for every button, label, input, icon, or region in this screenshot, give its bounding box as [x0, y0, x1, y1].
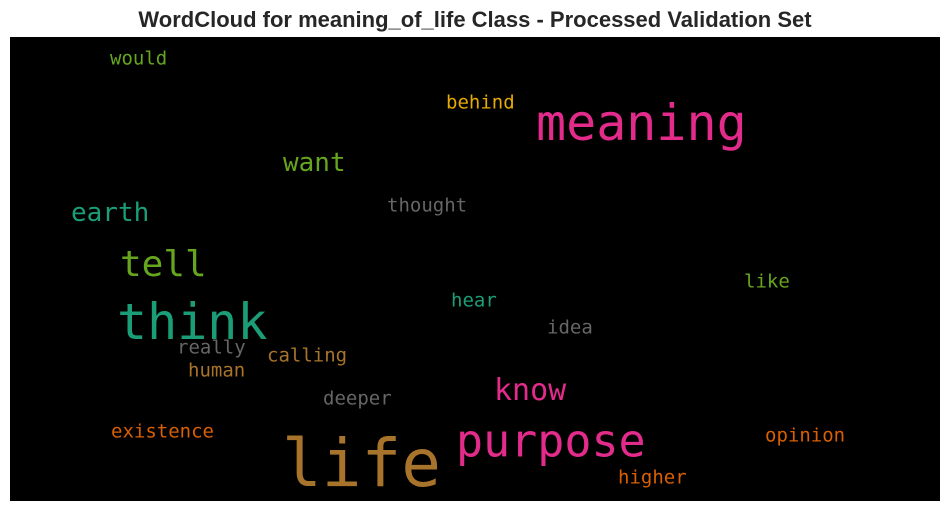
word-behind: behind — [446, 91, 515, 114]
word-human: human — [188, 359, 246, 382]
word-know: know — [494, 373, 567, 408]
word-really: really — [177, 336, 246, 359]
word-deeper: deeper — [323, 387, 392, 410]
word-calling: calling — [267, 344, 348, 367]
word-earth: earth — [71, 198, 150, 228]
chart-title: WordCloud for meaning_of_life Class - Pr… — [138, 7, 812, 32]
word-existence: existence — [111, 420, 214, 443]
word-think: think — [117, 293, 268, 351]
word-want: want — [283, 148, 346, 178]
word-like: like — [744, 270, 790, 293]
word-thought: thought — [387, 194, 468, 217]
word-life: life — [282, 425, 441, 501]
word-opinion: opinion — [765, 424, 846, 447]
wordcloud-canvas: life meaning purpose think tell know want earth… — [10, 37, 940, 501]
word-idea: idea — [547, 316, 593, 339]
word-meaning: meaning — [536, 94, 747, 152]
word-hear: hear — [451, 289, 497, 312]
word-higher: higher — [618, 466, 687, 489]
word-would: would — [110, 47, 168, 70]
word-purpose: purpose — [456, 414, 646, 468]
word-tell: tell — [120, 244, 207, 285]
